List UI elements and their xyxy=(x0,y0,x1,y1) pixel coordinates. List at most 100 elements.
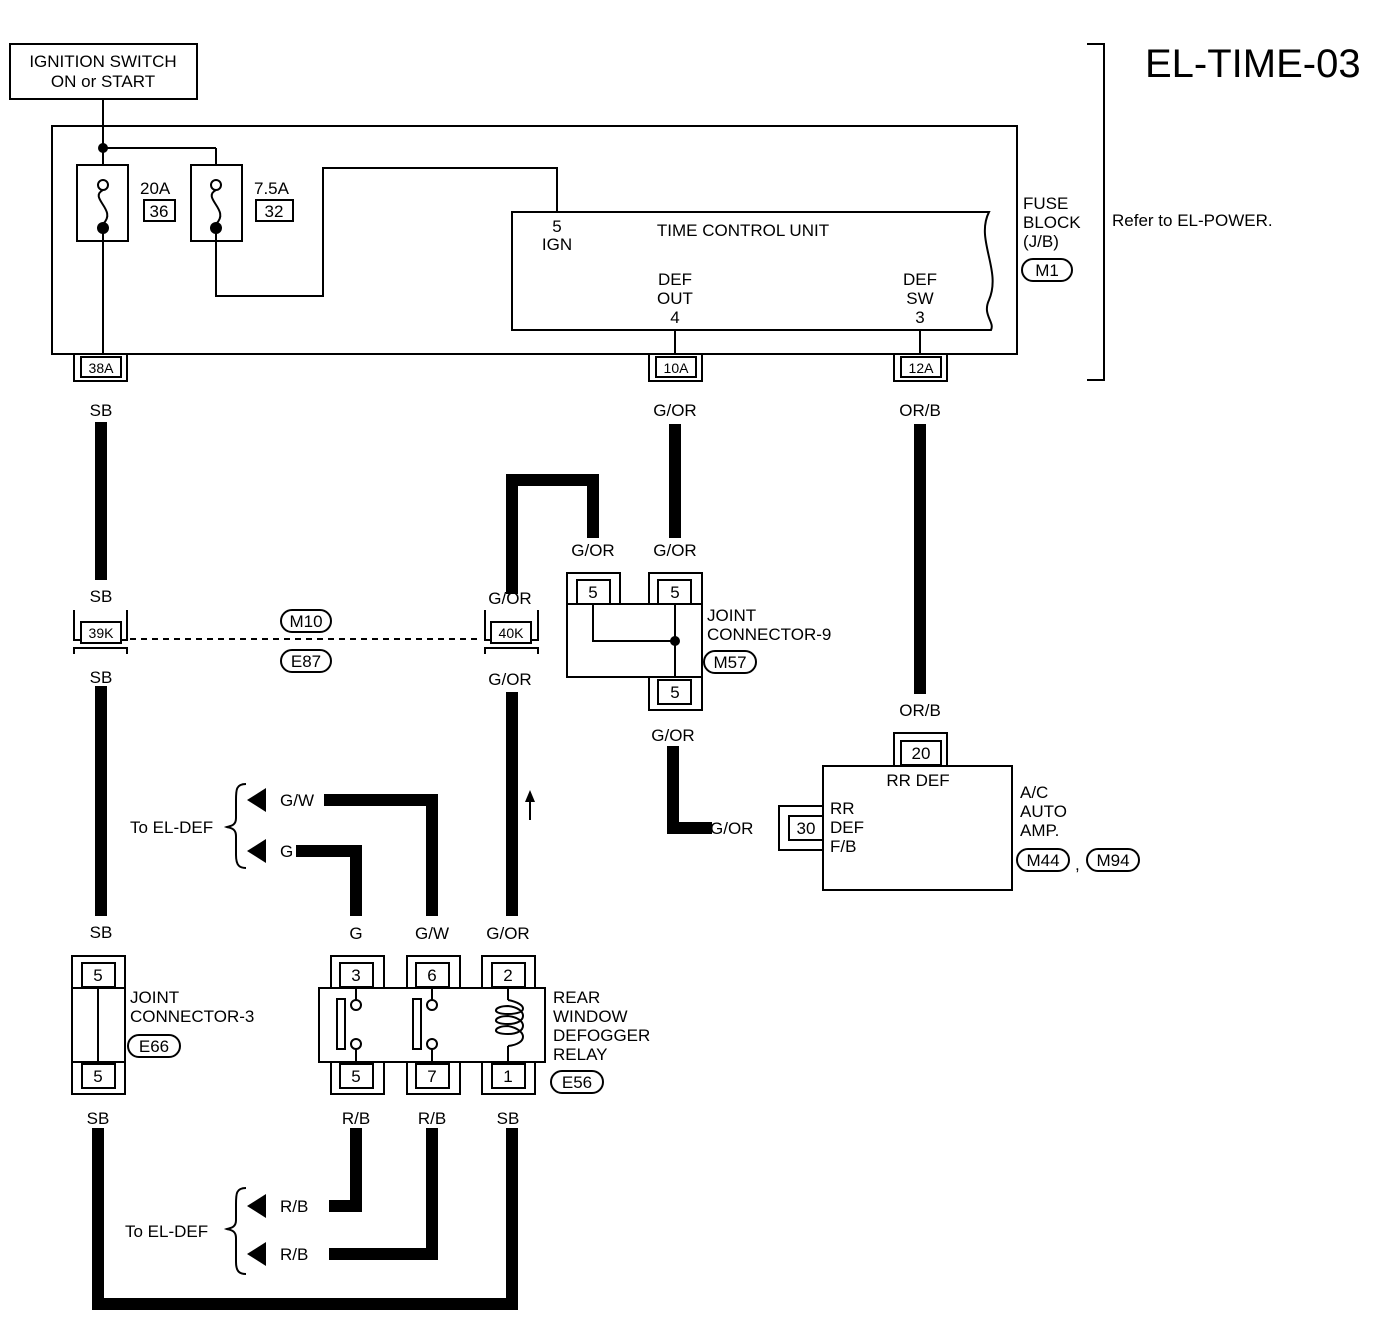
wire-gor-label-3: G/OR xyxy=(571,541,614,560)
ac-amp-code-2: M94 xyxy=(1096,851,1129,870)
harness-m10: M10 xyxy=(289,612,322,631)
jc9-label-2: CONNECTOR-9 xyxy=(707,625,831,644)
fuse-20a-number: 36 xyxy=(150,202,169,221)
wire-sb-label-6: SB xyxy=(497,1109,520,1128)
wire-gor-3 xyxy=(667,746,712,834)
jc3-label-1: JOINT xyxy=(130,988,179,1007)
tcu-def-sw-2: SW xyxy=(906,289,933,308)
terminal-10a-label: 10A xyxy=(664,360,690,376)
jc9-pin-3: 5 xyxy=(670,683,679,702)
refer-el-power: Refer to EL-POWER. xyxy=(1112,211,1273,230)
wire-gw-label-1: G/W xyxy=(280,791,314,810)
wire-rb-label-4: R/B xyxy=(280,1245,308,1264)
jc9-code: M57 xyxy=(713,653,746,672)
wire-g-label-1: G xyxy=(280,842,293,861)
fuse-block-label-2: BLOCK xyxy=(1023,213,1081,232)
fuse-block-connector: M1 xyxy=(1035,261,1059,280)
terminal-12a: 12A xyxy=(893,354,948,382)
wire-sb-label-1: SB xyxy=(90,401,113,420)
ignition-switch-label-1: IGNITION SWITCH xyxy=(29,52,176,71)
tcu-def-out-pin: 4 xyxy=(670,308,679,327)
wire-gor-loop xyxy=(506,474,599,594)
joint-connector-9: 5 5 5 xyxy=(566,572,703,711)
ac-amp-side-3: F/B xyxy=(830,837,856,856)
tcu-def-sw-pin: 3 xyxy=(915,308,924,327)
jc9-label-1: JOINT xyxy=(707,606,756,625)
wire-gor-label-1: G/OR xyxy=(653,401,696,420)
tcu-def-out-1: DEF xyxy=(658,270,692,289)
ignition-switch-label-2: ON or START xyxy=(51,72,155,91)
fuse-7-5a-rating: 7.5A xyxy=(254,179,290,198)
wire-g xyxy=(296,845,362,916)
wire-rb-label-2: R/B xyxy=(418,1109,446,1128)
fuse-20a-rating: 20A xyxy=(140,179,171,198)
ac-amp-side-2: DEF xyxy=(830,818,864,837)
wire-gor-label-6: G/OR xyxy=(486,924,529,943)
relay-pin-1: 1 xyxy=(503,1067,512,1086)
to-el-def-lower: To EL-DEF xyxy=(125,1222,208,1241)
wire-gor-label-7: G/OR xyxy=(651,726,694,745)
ac-amp-side-1: RR xyxy=(830,799,855,818)
ac-amp-pin-side: 30 xyxy=(797,819,816,838)
tcu-def-sw-1: DEF xyxy=(903,270,937,289)
wire-sb-bottom xyxy=(92,1128,518,1310)
ac-amp-name-1: A/C xyxy=(1020,783,1048,802)
terminal-10a: 10A xyxy=(648,354,703,382)
relay-pin-5: 5 xyxy=(351,1067,360,1086)
terminal-39k: 39K xyxy=(73,610,128,654)
arrow-left-icon xyxy=(247,1242,266,1266)
fuse-block-label-1: FUSE xyxy=(1023,194,1068,213)
defogger-relay: 3 6 2 5 7 1 xyxy=(318,955,546,1095)
wire-gw-label-2: G/W xyxy=(415,924,449,943)
arrow-left-icon xyxy=(247,1194,266,1218)
jc3-pin-bottom: 5 xyxy=(93,1067,102,1086)
joint-connector-3: 5 5 xyxy=(71,955,126,1095)
ac-amp-name-2: AUTO xyxy=(1020,802,1067,821)
ac-amp-name-3: AMP. xyxy=(1020,821,1059,840)
to-el-def-upper: To EL-DEF xyxy=(130,818,213,837)
diagram-title: EL-TIME-03 xyxy=(1145,42,1361,86)
wire-g-label-2: G xyxy=(349,924,362,943)
time-control-unit: TIME CONTROL UNIT 5 IGN DEF OUT 4 DEF SW… xyxy=(511,211,994,331)
terminal-38a-label: 38A xyxy=(89,360,115,376)
ac-auto-amp: 20 RR DEF 30 RR DEF F/B xyxy=(778,732,1013,891)
wire-sb-label-4: SB xyxy=(90,923,113,942)
arrow-up-icon xyxy=(525,790,535,820)
relay-label-1: REAR xyxy=(553,988,600,1007)
jc3-code: E66 xyxy=(139,1037,169,1056)
wire-gor-label-8: G/OR xyxy=(710,819,753,838)
tcu-title: TIME CONTROL UNIT xyxy=(657,221,829,240)
wire-gor-label-5: G/OR xyxy=(488,670,531,689)
wire-rb-2 xyxy=(329,1128,438,1260)
jc3-pin-top: 5 xyxy=(93,966,102,985)
relay-pin-3: 3 xyxy=(351,966,360,985)
relay-label-2: WINDOW xyxy=(553,1007,628,1026)
arrow-left-icon xyxy=(247,788,266,812)
relay-pin-2: 2 xyxy=(503,966,512,985)
wire-orb-label-2: OR/B xyxy=(899,701,941,720)
ac-amp-code-sep: , xyxy=(1075,855,1080,874)
terminal-39k-label: 39K xyxy=(89,625,115,641)
relay-pin-6: 6 xyxy=(427,966,436,985)
relay-label-3: DEFOGGER xyxy=(553,1026,650,1045)
terminal-40k-label: 40K xyxy=(499,625,525,641)
arrow-left-icon xyxy=(247,839,266,863)
wire-orb-label-1: OR/B xyxy=(899,401,941,420)
wire-gor-label-4: G/OR xyxy=(488,589,531,608)
terminal-40k: 40K xyxy=(484,610,539,654)
wire-gor-label-2: G/OR xyxy=(653,541,696,560)
terminal-38a: 38A xyxy=(73,354,128,382)
wire-sb-label-2: SB xyxy=(90,587,113,606)
wire-rb-1 xyxy=(329,1128,362,1212)
fuse-block xyxy=(51,125,1018,355)
relay-pin-7: 7 xyxy=(427,1067,436,1086)
jc9-pin-2: 5 xyxy=(670,583,679,602)
tcu-ign-pin: 5 xyxy=(552,217,561,236)
ac-amp-pin-top: 20 xyxy=(912,744,931,763)
wire-sb-label-3: SB xyxy=(90,668,113,687)
relay-label-4: RELAY xyxy=(553,1045,608,1064)
relay-code: E56 xyxy=(562,1073,592,1092)
fuse-block-label-3: (J/B) xyxy=(1023,232,1059,251)
wire-rb-label-1: R/B xyxy=(342,1109,370,1128)
